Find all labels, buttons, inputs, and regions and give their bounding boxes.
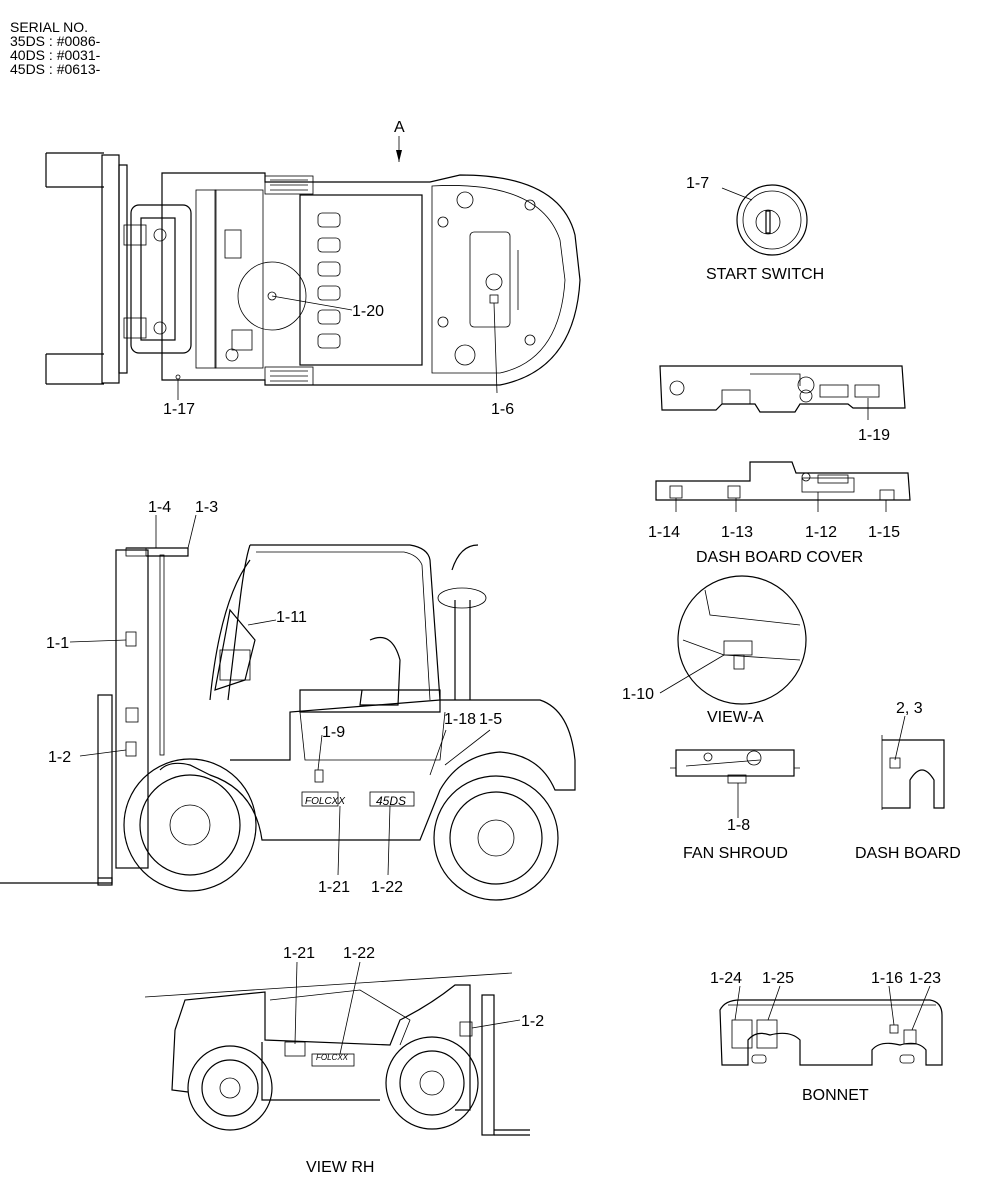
leader-1-11 bbox=[247, 619, 277, 626]
view-rh-forklift bbox=[144, 972, 530, 1136]
label-1-20: 1-20 bbox=[352, 303, 384, 320]
label-2-3: 2, 3 bbox=[896, 700, 923, 717]
label-1-1: 1-1 bbox=[46, 635, 69, 652]
caption-bonnet: BONNET bbox=[802, 1087, 869, 1104]
label-1-21: 1-21 bbox=[318, 879, 350, 896]
start-switch-drawing bbox=[721, 184, 808, 256]
label-1-24: 1-24 bbox=[710, 970, 742, 987]
dash-panel-upper bbox=[659, 365, 906, 420]
label-1-9: 1-9 bbox=[322, 724, 345, 741]
view-a-arrow: A bbox=[394, 119, 405, 162]
label-1-22: 1-22 bbox=[371, 879, 403, 896]
caption-view-a: VIEW-A bbox=[707, 709, 764, 726]
leader-1-2 bbox=[79, 749, 127, 757]
label-1-4: 1-4 bbox=[148, 499, 171, 516]
leader-1-21 bbox=[337, 805, 341, 876]
leader-1-18 bbox=[429, 729, 447, 776]
caption-fan-shroud: FAN SHROUD bbox=[683, 845, 788, 862]
leader-1-9 bbox=[317, 734, 323, 771]
label-1-23: 1-23 bbox=[909, 970, 941, 987]
label-1-21b: 1-21 bbox=[283, 945, 315, 962]
label-1-13: 1-13 bbox=[721, 524, 753, 541]
label-1-2: 1-2 bbox=[48, 749, 71, 766]
decal-brand-side: FOLCXX bbox=[305, 796, 345, 807]
label-1-3: 1-3 bbox=[195, 499, 218, 516]
view-a-drawing bbox=[659, 575, 807, 705]
label-1-18: 1-18 bbox=[444, 711, 476, 728]
label-1-5: 1-5 bbox=[479, 711, 502, 728]
label-1-6: 1-6 bbox=[491, 401, 514, 418]
label-1-16: 1-16 bbox=[871, 970, 903, 987]
dash-board-drawing bbox=[881, 715, 945, 810]
label-1-8: 1-8 bbox=[727, 817, 750, 834]
serial-number-block: SERIAL NO. 35DS : #0086- 40DS : #0031- 4… bbox=[10, 20, 100, 76]
dash-board-cover-drawing bbox=[655, 461, 911, 512]
serial-line-45ds: 45DS : #0613- bbox=[10, 61, 101, 77]
top-view-forklift bbox=[45, 152, 581, 386]
fan-shroud-drawing bbox=[670, 749, 800, 818]
leader-1-5 bbox=[444, 729, 491, 766]
label-1-17: 1-17 bbox=[163, 401, 195, 418]
label-1-10: 1-10 bbox=[622, 686, 654, 703]
leader-1-22b bbox=[339, 961, 361, 1055]
label-1-25: 1-25 bbox=[762, 970, 794, 987]
caption-dash-board: DASH BOARD bbox=[855, 845, 961, 862]
label-1-14: 1-14 bbox=[648, 524, 680, 541]
label-1-11: 1-11 bbox=[276, 609, 307, 626]
caption-view-rh: VIEW RH bbox=[306, 1159, 374, 1176]
leader-1-1 bbox=[69, 639, 127, 643]
leader-1-3 bbox=[187, 514, 197, 549]
leader-1-22 bbox=[387, 805, 391, 876]
label-1-7: 1-7 bbox=[686, 175, 709, 192]
side-view-forklift bbox=[0, 544, 576, 901]
decal-brand-rh: FOLCXX bbox=[316, 1053, 349, 1062]
serial-title: SERIAL NO. bbox=[10, 19, 89, 35]
leader-1-21b bbox=[294, 961, 298, 1045]
leader-1-20 bbox=[271, 295, 353, 311]
leader-1-2b bbox=[471, 1019, 521, 1029]
label-1-22b: 1-22 bbox=[343, 945, 375, 962]
serial-line-40ds: 40DS : #0031- bbox=[10, 47, 101, 63]
label-1-15: 1-15 bbox=[868, 524, 900, 541]
serial-line-35ds: 35DS : #0086- bbox=[10, 33, 101, 49]
leader-1-6 bbox=[493, 302, 498, 394]
label-1-12: 1-12 bbox=[805, 524, 837, 541]
decal-model-side: 45DS bbox=[376, 794, 406, 808]
view-arrow-label: A bbox=[394, 119, 405, 136]
caption-dash-board-cover: DASH BOARD COVER bbox=[696, 549, 863, 566]
caption-start-switch: START SWITCH bbox=[706, 266, 824, 283]
label-1-19: 1-19 bbox=[858, 427, 890, 444]
bonnet-drawing bbox=[719, 985, 943, 1066]
label-1-2b: 1-2 bbox=[521, 1013, 544, 1030]
